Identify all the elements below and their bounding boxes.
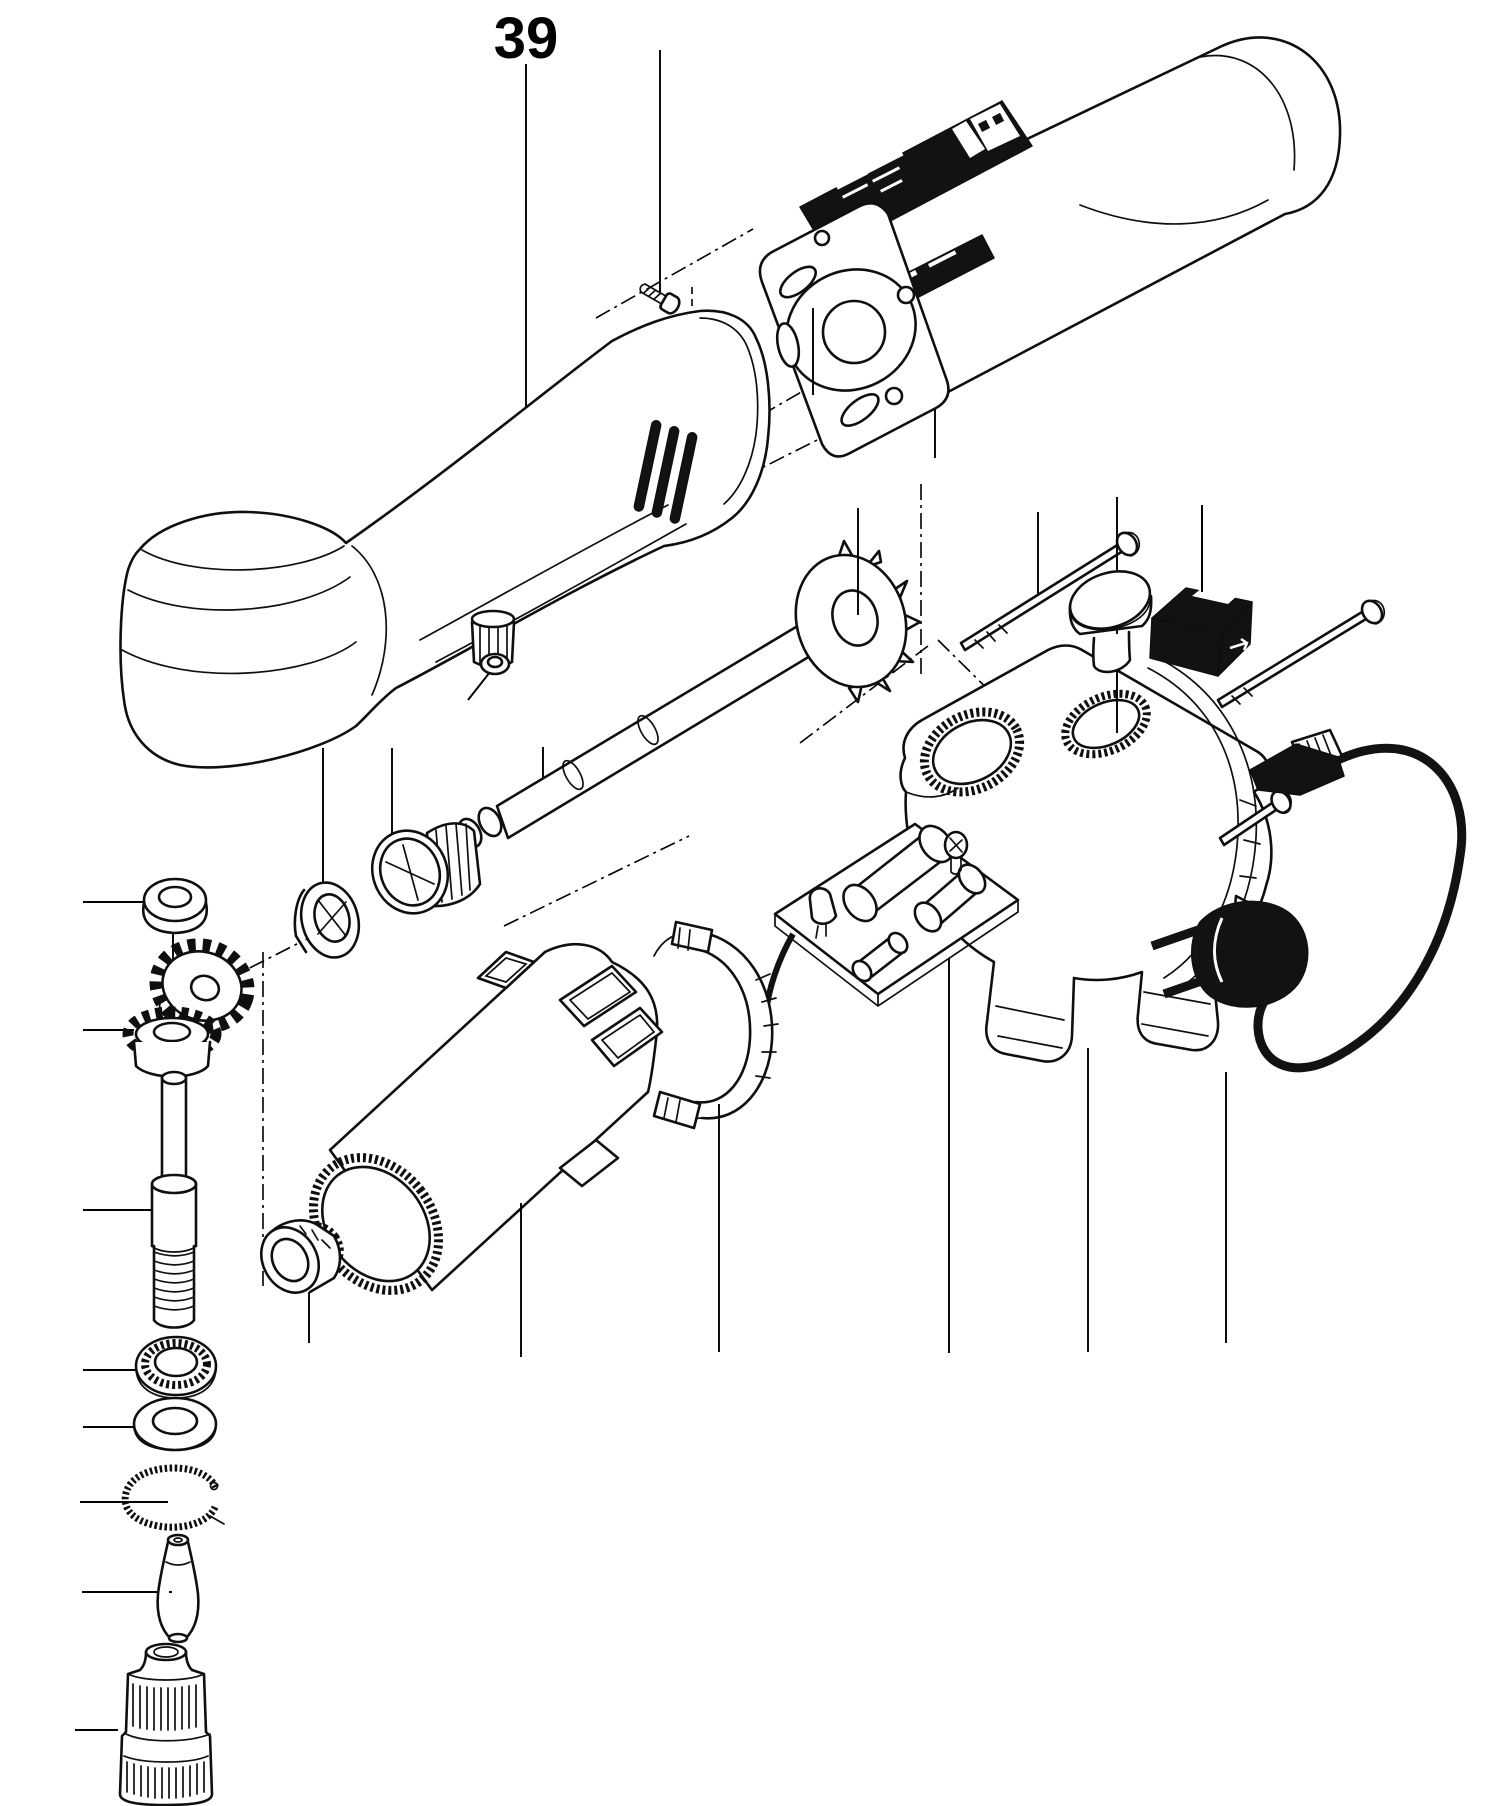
spur-gear xyxy=(149,938,255,1034)
pcb-screw xyxy=(943,830,969,875)
plug-body xyxy=(1190,900,1309,1008)
vent-slot xyxy=(779,265,817,299)
angle-handle-housing-39 xyxy=(119,309,771,769)
push-button xyxy=(1068,570,1153,674)
threaded-spindle xyxy=(150,1173,198,1329)
collet-pin xyxy=(156,1533,200,1644)
spindle-bearing-upper xyxy=(293,881,361,959)
circlip xyxy=(121,1464,225,1531)
long-screw xyxy=(1216,599,1386,709)
leader-lines xyxy=(75,50,1203,1731)
plug-prong xyxy=(1162,973,1212,999)
capacitor xyxy=(913,863,987,933)
rocker-switch xyxy=(1149,580,1253,677)
ratchet-wheel xyxy=(794,539,922,704)
collar-nut xyxy=(370,822,482,915)
cord-cable xyxy=(1253,743,1467,1073)
capacitor xyxy=(842,824,954,923)
cord-guard xyxy=(1249,743,1345,796)
dc-motor xyxy=(308,943,664,1295)
gear-shaft xyxy=(160,1070,188,1190)
vent-slot xyxy=(775,322,801,368)
long-screw xyxy=(959,531,1141,652)
ball-bearing xyxy=(134,1335,218,1399)
flanged-ring xyxy=(141,877,209,935)
switch-arrow-icon xyxy=(1229,637,1249,651)
chuck xyxy=(118,1642,214,1806)
transistor xyxy=(808,887,838,939)
bevel-gear xyxy=(122,1006,222,1078)
resistor xyxy=(851,931,909,983)
vent-slits xyxy=(633,420,698,524)
gearbox-face-plate xyxy=(758,202,950,458)
motor-housing-assembly xyxy=(758,36,1342,458)
plug-prong xyxy=(1150,925,1200,951)
power-cord-set xyxy=(1150,728,1467,1073)
motor-clamp-ring xyxy=(652,920,779,1130)
vent-slot xyxy=(840,393,880,427)
front-bushing xyxy=(260,1219,342,1294)
callout-number-39: 39 xyxy=(494,6,559,71)
switch-rocker xyxy=(1192,580,1246,604)
washer xyxy=(132,1396,218,1452)
pcb-assembly xyxy=(763,822,1020,1015)
lock-button xyxy=(470,609,516,676)
